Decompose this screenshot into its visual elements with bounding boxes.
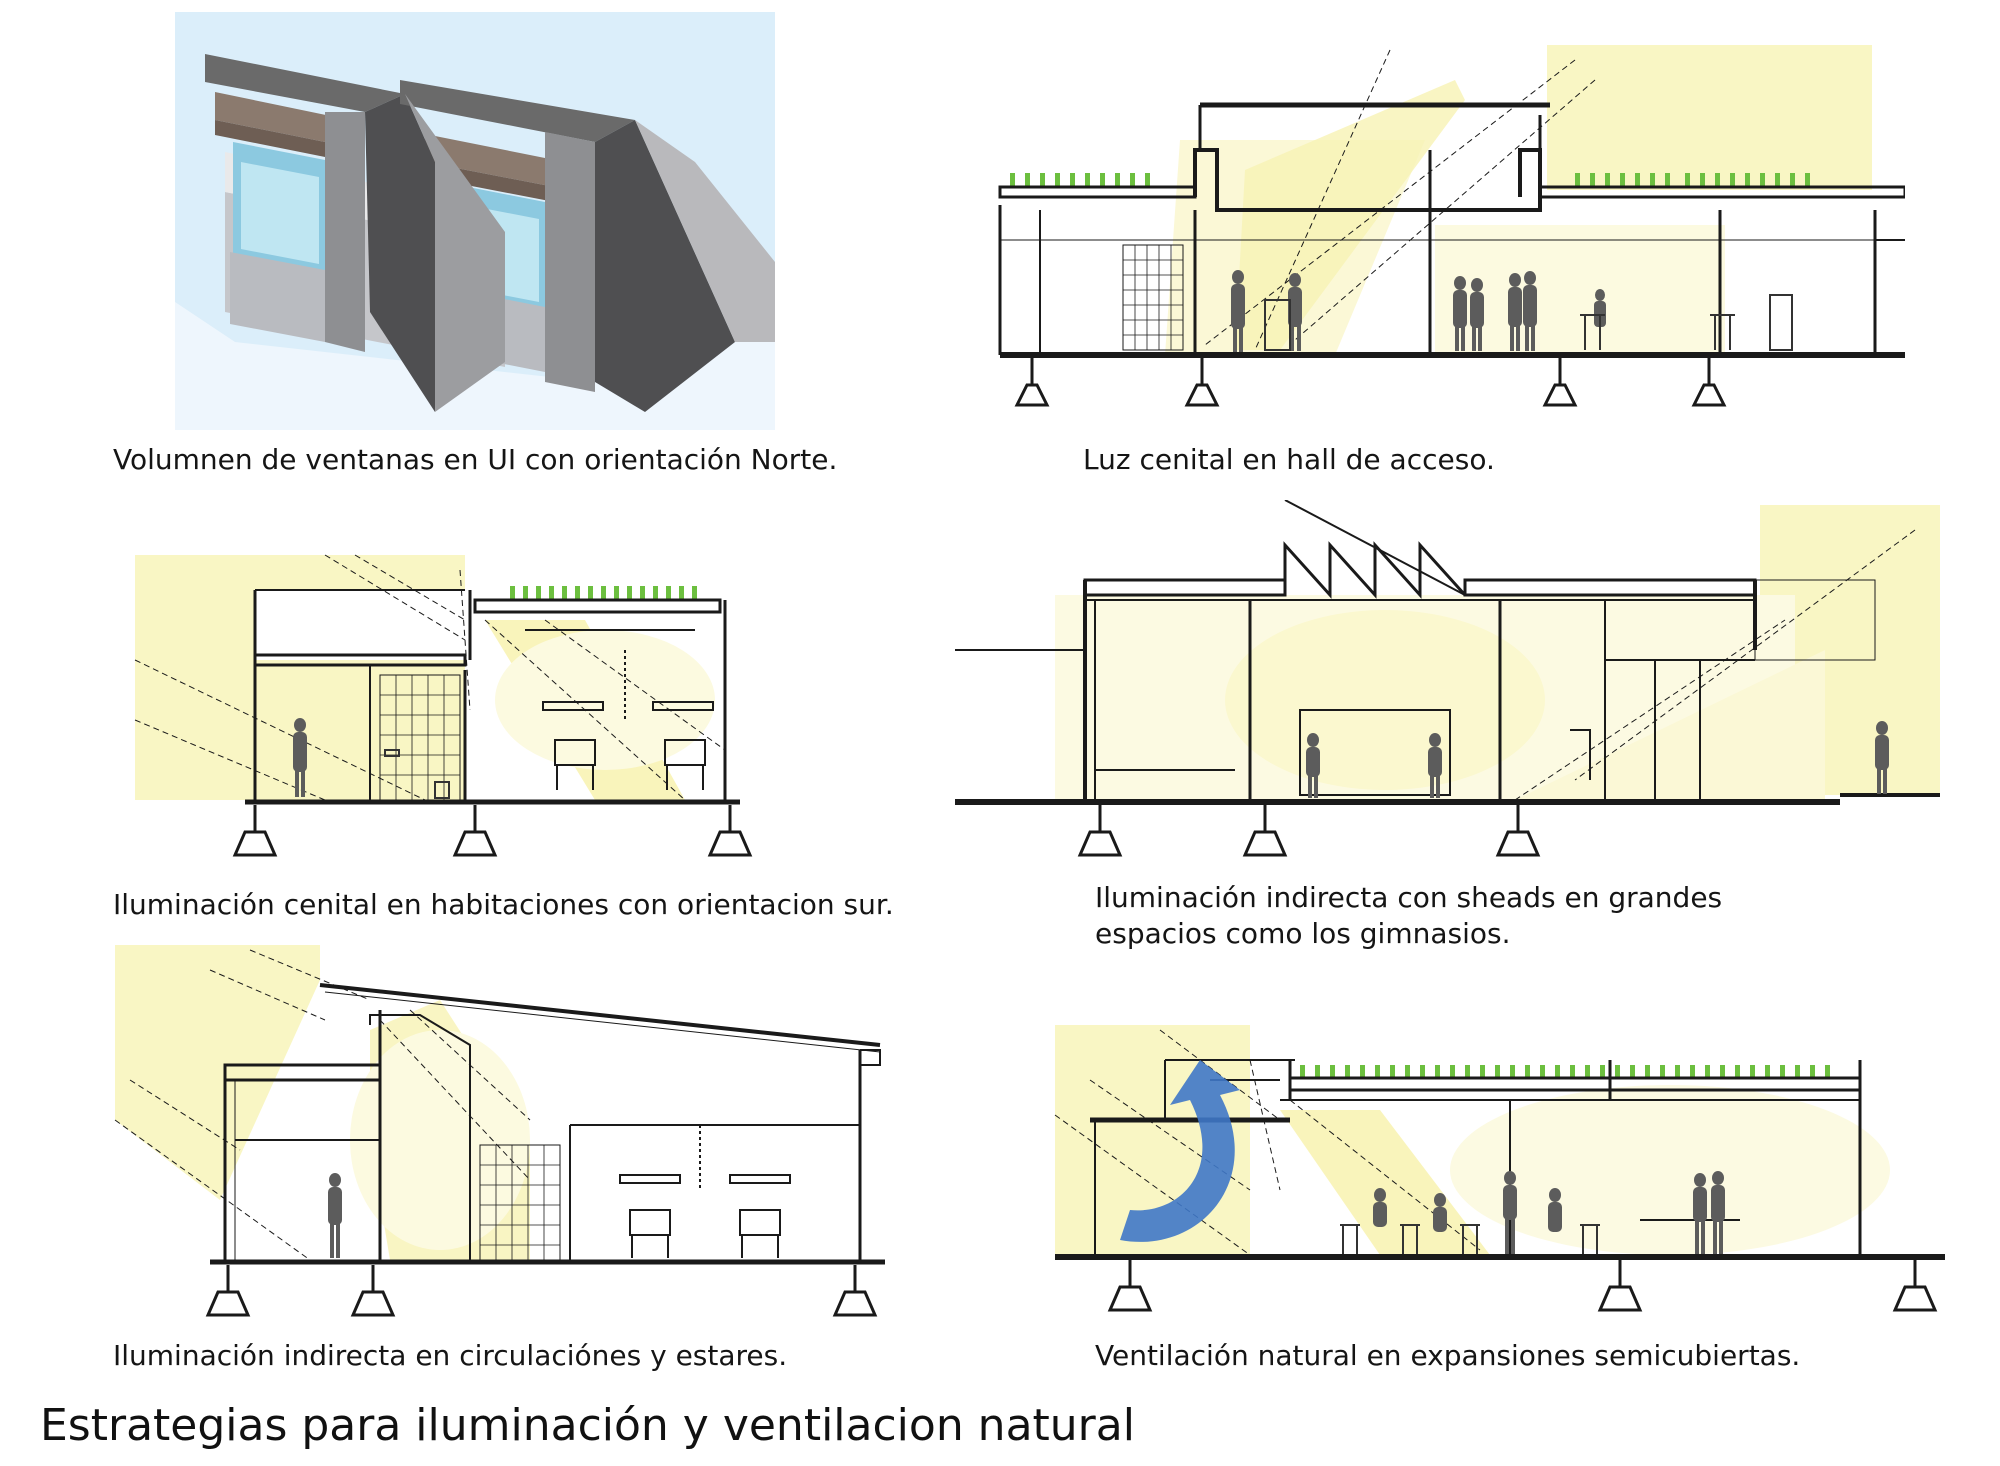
north-windows-illustration — [175, 12, 775, 430]
caption-gym-sheds-line1: Iluminación indirecta con sheads en gran… — [1095, 881, 1723, 914]
caption-circulation: Iluminación indirecta en circulaciónes y… — [113, 1339, 788, 1372]
ventilation-section — [1050, 1020, 1975, 1320]
caption-hall-skylight: Luz cenital en hall de acceso. — [1083, 443, 1495, 476]
rooms-skylight-section — [125, 550, 845, 870]
page-title: Estrategias para iluminación y ventilaci… — [40, 1400, 1135, 1451]
circulation-section — [110, 940, 910, 1320]
caption-north-windows: Volumnen de ventanas en UI con orientaci… — [113, 443, 838, 476]
caption-ventilation: Ventilación natural en expansiones semic… — [1095, 1339, 1801, 1372]
gym-sheds-section — [955, 500, 1940, 860]
hall-skylight-section — [995, 40, 1905, 420]
caption-gym-sheds-line2: espacios como los gimnasios. — [1095, 917, 1511, 950]
caption-rooms-skylight: Iluminación cenital en habitaciones con … — [113, 888, 894, 921]
